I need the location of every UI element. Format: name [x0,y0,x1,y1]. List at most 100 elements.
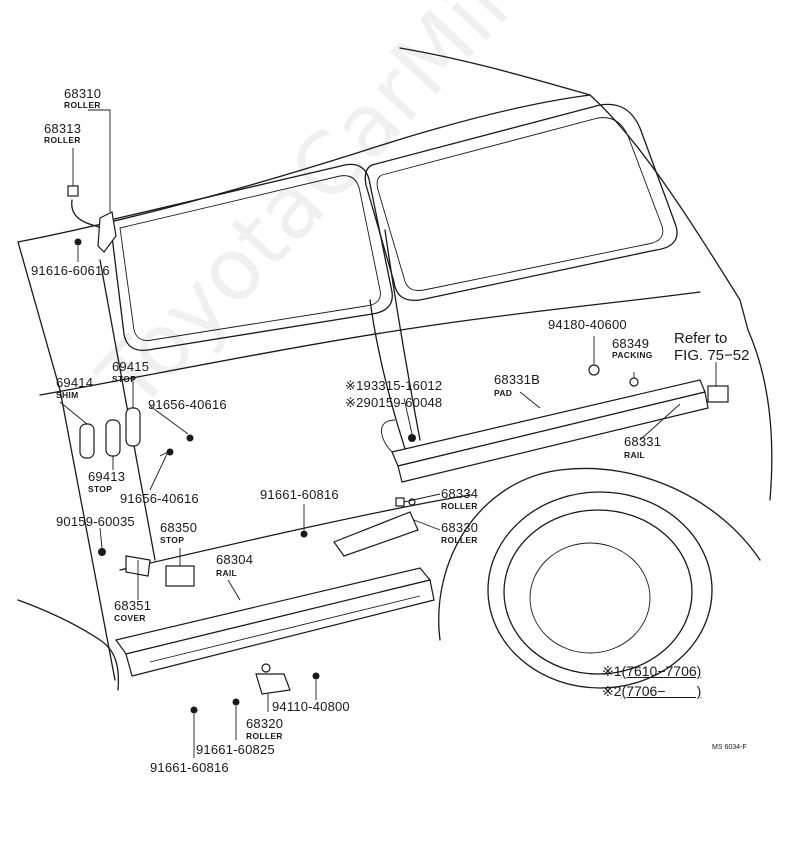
stop-69413-drawing [105,419,121,457]
leader-68334 [403,493,441,503]
variant-1-number: 93315-16012 [363,378,443,393]
leader-68330 [413,519,441,531]
stop-69415-drawing [125,407,141,447]
wheel-arch [438,467,761,641]
part-number-68350: 68350 [160,520,198,535]
roller-bracket-68330-drawing [333,511,419,557]
leader-68331B [519,391,541,409]
part-name-68349: PACKING [612,350,653,360]
door-window-inner [119,175,381,341]
nut-94180-drawing [588,364,600,376]
part-number-94110-40800: 94110-40800 [272,699,350,714]
part-number-68304: 68304 [216,552,254,567]
roller-68313-drawing [67,185,79,197]
part-name-69414: SHIM [56,390,79,400]
reference-line1: Refer to [674,330,728,347]
variant-1: ※193315-16012 [345,379,442,392]
bolt-90159a-drawing [98,548,106,556]
leader-lines [59,109,717,758]
bolt-91616-drawing [74,238,82,246]
roller-68334-drawing [395,497,405,507]
part-number-91616-60616: 91616-60616 [31,263,110,278]
roof-rear-curve [399,47,591,96]
part-number-91656-40616-a: 91656-40616 [148,397,227,412]
legend-1-range: (7610−7706) [621,663,702,679]
leader-variant [403,397,413,435]
part-name-68313: ROLLER [44,135,81,145]
tire-inner [503,509,693,675]
part-name-68310: ROLLER [64,100,101,110]
rail-68304-lower [125,579,435,677]
part-number-91661-60816-a: 91661-60816 [260,487,339,502]
legend-2-marker: ※2 [602,683,622,699]
rear-window-outer [364,103,678,302]
part-name-69415: STOP [112,374,137,384]
door-window-outer [109,163,393,352]
part-name-69413: STOP [88,484,113,494]
part-number-68351: 68351 [114,598,152,613]
part-number-68334: 68334 [441,486,479,501]
variant-1-marker: ※1 [345,378,364,393]
rear-body-edge [747,329,773,501]
part-number-94180-40600: 94180-40600 [548,317,627,332]
a-pillar [17,241,61,391]
leader-91656a [149,405,189,435]
belt-line [39,291,701,396]
leader-68331 [639,403,681,441]
part-number-91661-60816-c: 91661-60816 [150,760,229,775]
stop-68350-drawing [165,565,195,587]
rail-68331-drawing [397,391,709,483]
nut-94110-drawing [312,672,320,680]
part-number-69415: 69415 [112,359,150,374]
packing-68349-drawing [629,377,639,387]
part-number-69414: 69414 [56,375,94,390]
tire-outer [487,491,713,689]
part-number-68349: 68349 [612,336,650,351]
part-number-68313: 68313 [44,121,82,136]
part-name-68350: STOP [160,535,185,545]
legend-2: ※2(7706− ) [602,684,701,698]
wheel-rim [529,542,651,654]
leader-68310 [88,109,111,212]
part-number-68331: 68331 [624,434,662,449]
leader-90159a [99,527,103,549]
part-number-68320: 68320 [246,716,284,731]
bolt-91661c-drawing [190,706,198,714]
part-number-91656-40616-b: 91656-40616 [120,491,199,506]
figure-code: MS 6034-F [712,744,747,751]
part-number-69413: 69413 [88,469,126,484]
leader-68304 [227,579,241,601]
part-name-68331: RAIL [624,450,646,460]
part-name-68351: COVER [114,613,146,623]
part-name-68304: RAIL [216,568,238,578]
shim-69414-drawing [79,423,95,459]
legend-1: ※1(7610−7706) [602,664,701,678]
body-sill-line [119,494,471,571]
door-front-edge [59,389,116,681]
upper-roller-bracket [97,211,117,253]
bolt-91661a-drawing [300,530,308,538]
part-name-68320: ROLLER [246,731,283,741]
bolt-variant-drawing [408,434,416,442]
variant-2-marker: ※2 [345,395,364,410]
part-number-68310: 68310 [64,86,102,101]
bolt-91656a-drawing [186,434,194,442]
legend-2-range: (7706− ) [621,683,702,699]
rail-68304-groove [149,595,421,663]
leader-69414 [59,401,88,425]
ref-75-52-drawing [707,385,729,403]
door-rear-edge-2 [384,229,421,441]
reference-line2: FIG. 75−52 [674,347,750,364]
variant-2-number: 90159-60048 [363,395,443,410]
part-number-91661-60825: 91661-60825 [196,742,275,757]
part-name-68330: ROLLER [441,535,478,545]
upper-roller-arm [71,199,109,231]
roller-68320-drawing [255,673,291,695]
rear-pillar [589,94,749,331]
front-lower-body [17,599,120,691]
legend-1-marker: ※1 [602,663,622,679]
part-name-68331B: PAD [494,388,513,398]
roller-68320-wheel [261,663,271,673]
